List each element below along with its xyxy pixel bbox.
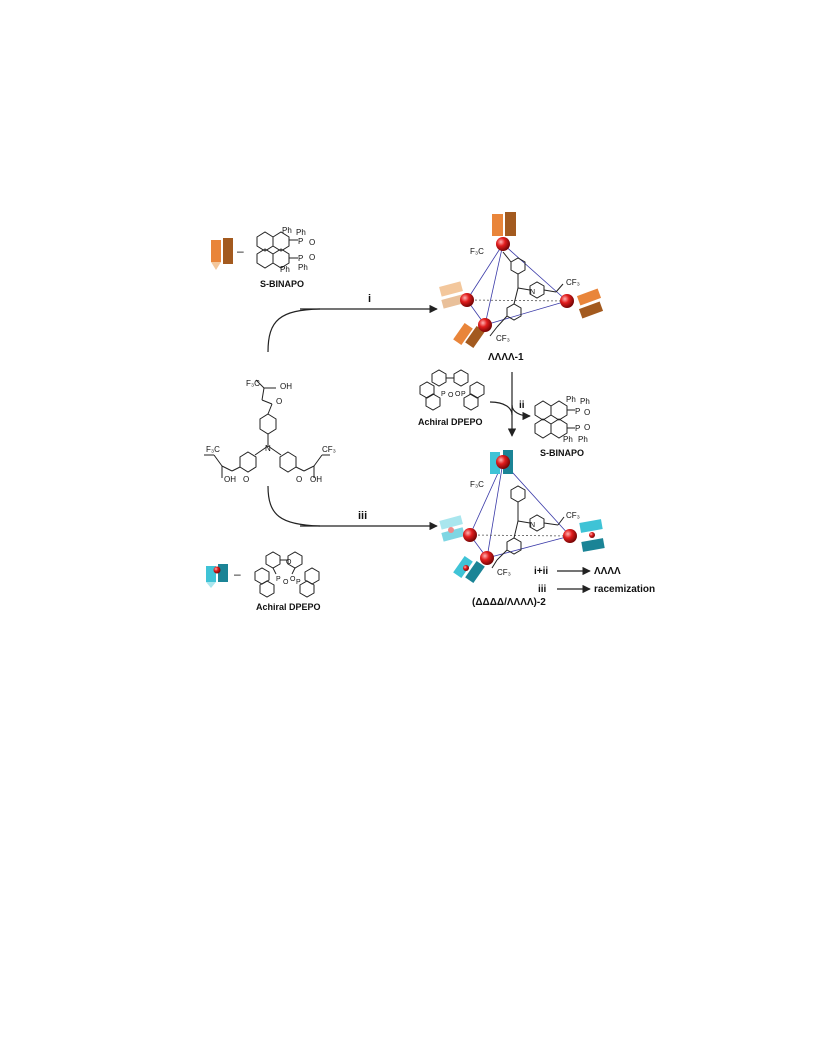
p-label: P bbox=[276, 576, 281, 583]
cf3-label: CF₃ bbox=[497, 568, 511, 577]
f3c-label: F₃C bbox=[246, 379, 260, 388]
outcome-llll-label: ΛΛΛΛ bbox=[594, 566, 621, 577]
f3c-label: F₃C bbox=[470, 480, 484, 489]
ligand-in-curve bbox=[489, 401, 513, 416]
ph-label: Ph bbox=[282, 226, 292, 235]
s-binapo-ligand-icon bbox=[492, 212, 516, 236]
p-label: P bbox=[298, 254, 303, 263]
achiral-dpepo-label-mid: Achiral DPEPO bbox=[418, 417, 483, 427]
s-binapo-ligand-icon bbox=[211, 238, 233, 270]
o-label: O bbox=[276, 397, 282, 406]
o-label: O bbox=[584, 423, 590, 432]
outcome-i-ii-label: i+ii bbox=[534, 566, 548, 577]
oh-label: OH bbox=[310, 475, 322, 484]
ph-label: Ph bbox=[578, 435, 588, 444]
metal-ion-sphere bbox=[496, 455, 510, 469]
n-label: N bbox=[530, 522, 535, 529]
metal-ion-sphere bbox=[463, 528, 477, 542]
outcome-racemization-label: racemization bbox=[594, 584, 655, 595]
curved-arrow-top bbox=[267, 308, 321, 353]
ph-label: Ph bbox=[296, 228, 306, 237]
legend-dash: – bbox=[234, 567, 241, 581]
metal-ion-sphere bbox=[480, 551, 494, 565]
metal-ion-sphere bbox=[563, 529, 577, 543]
outcome-iii-label: iii bbox=[538, 584, 547, 595]
achiral-dpepo-ligand-icon bbox=[439, 515, 465, 542]
p-label: P bbox=[461, 391, 466, 398]
o-label: O bbox=[309, 238, 315, 247]
s-binapo-ligand-icon bbox=[453, 322, 485, 349]
s-binapo-label-mid: S-BINAPO bbox=[540, 448, 584, 458]
s-binapo-structure-top bbox=[256, 231, 298, 269]
product-2-label: (ΔΔΔΔ/ΛΛΛΛ)-2 bbox=[472, 597, 546, 608]
cage-1 bbox=[439, 212, 604, 349]
achiral-dpepo-structure-bottom bbox=[254, 551, 320, 598]
p-label: P bbox=[575, 407, 580, 416]
s-binapo-structure-mid bbox=[534, 400, 575, 439]
ph-label: Ph bbox=[580, 397, 590, 406]
o-label: O bbox=[286, 559, 292, 566]
product-1-label: ΛΛΛΛ-1 bbox=[488, 352, 524, 363]
n-label: N bbox=[530, 289, 535, 296]
p-label: P bbox=[298, 237, 303, 246]
p-label: P bbox=[296, 579, 301, 586]
step-iii-label: iii bbox=[358, 510, 367, 522]
tris-diketone-structure bbox=[204, 379, 330, 478]
oh-label: OH bbox=[280, 382, 292, 391]
achiral-dpepo-label-bottom: Achiral DPEPO bbox=[256, 602, 321, 612]
metal-ion-sphere bbox=[478, 318, 492, 332]
f3c-label: F₃C bbox=[206, 445, 220, 454]
p-label: P bbox=[441, 391, 446, 398]
o-label: O bbox=[290, 576, 296, 583]
ph-label: Ph bbox=[566, 395, 576, 404]
cf3-label: CF₃ bbox=[496, 334, 510, 343]
achiral-dpepo-ligand-icon bbox=[579, 519, 605, 552]
oh-label: OH bbox=[224, 475, 236, 484]
achiral-dpepo-structure-mid bbox=[419, 369, 485, 411]
s-binapo-label-top: S-BINAPO bbox=[260, 279, 304, 289]
cf3-label: CF₃ bbox=[566, 278, 580, 287]
o-label: O bbox=[309, 253, 315, 262]
ph-label: Ph bbox=[563, 435, 573, 444]
cf3-label: CF₃ bbox=[322, 445, 336, 454]
achiral-dpepo-ligand-icon bbox=[453, 555, 485, 584]
step-i-label: i bbox=[368, 293, 371, 305]
curved-arrow-bottom bbox=[267, 485, 321, 527]
step-ii-label: ii bbox=[519, 400, 525, 411]
cage-2 bbox=[439, 450, 605, 584]
legend-dash: – bbox=[237, 244, 244, 258]
ph-label: Ph bbox=[280, 265, 290, 274]
o-label: O bbox=[243, 475, 249, 484]
p-label: P bbox=[575, 424, 580, 433]
metal-ion-sphere bbox=[560, 294, 574, 308]
ligand-out-curve bbox=[511, 404, 531, 421]
o-label: O bbox=[584, 408, 590, 417]
s-binapo-ligand-icon bbox=[576, 288, 604, 319]
ph-label: Ph bbox=[298, 263, 308, 272]
cf3-label: CF₃ bbox=[566, 511, 580, 520]
n-label: N bbox=[265, 444, 271, 453]
o-label: O bbox=[296, 475, 302, 484]
metal-ion-sphere bbox=[460, 293, 474, 307]
o-label: O bbox=[283, 579, 289, 586]
f3c-label: F₃C bbox=[470, 247, 484, 256]
s-binapo-ligand-icon bbox=[439, 281, 465, 309]
o-label: O bbox=[455, 391, 461, 398]
o-label: O bbox=[448, 392, 454, 399]
metal-ion-sphere bbox=[496, 237, 510, 251]
achiral-dpepo-ligand-icon bbox=[206, 564, 228, 588]
